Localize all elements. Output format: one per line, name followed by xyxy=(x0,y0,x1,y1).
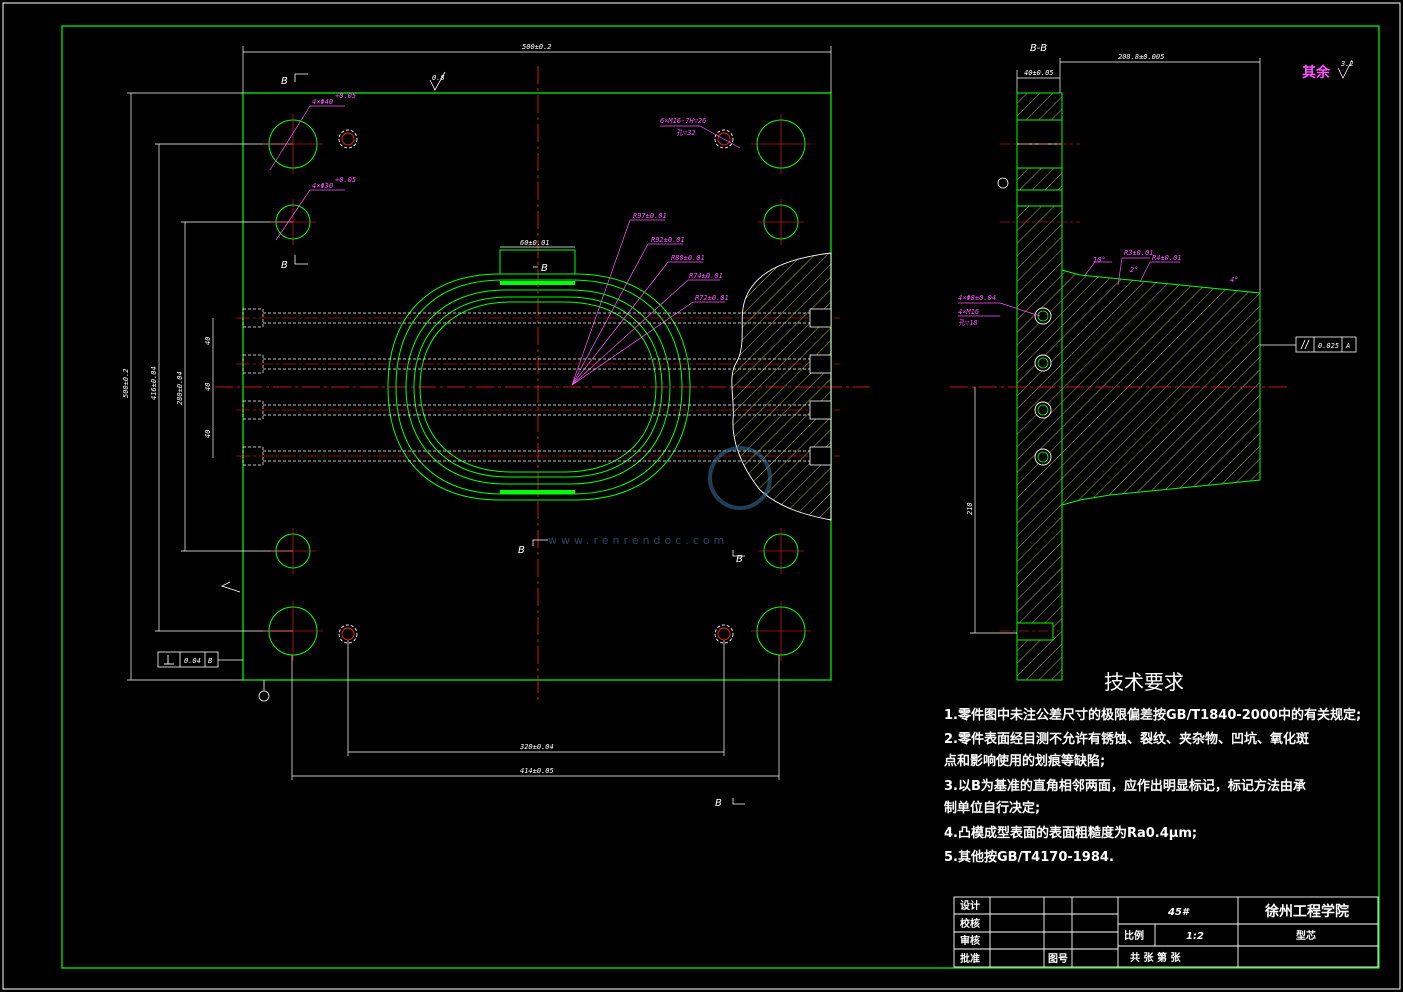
section-mark-b-4: B xyxy=(518,545,525,556)
dim-bottom-1: 320±0.04 xyxy=(519,743,554,751)
dim-slot: 60±0.01 xyxy=(520,239,550,247)
tb-designer: 设计 xyxy=(960,899,980,912)
thread-note-1: 6×M16-7H▽26 xyxy=(660,117,706,125)
title-block xyxy=(953,896,1379,968)
tb-drawing-no: 图号 xyxy=(1048,953,1068,965)
flatness-datum: B xyxy=(208,657,212,665)
tb-sheets: 共 张 第 张 xyxy=(1130,951,1181,964)
sec-dim-side: 210 xyxy=(966,502,974,515)
broken-section-hatch xyxy=(731,252,832,521)
flatness-value: 0.04 xyxy=(184,657,201,665)
dim-40-a: 40 xyxy=(204,337,212,345)
tb-school: 徐州工程学院 xyxy=(1264,903,1349,920)
dim-height-3: 280±0.04 xyxy=(176,371,184,405)
tb-scale-label: 比例 xyxy=(1124,929,1144,942)
drawing-frame xyxy=(61,25,1380,969)
cooling-channels xyxy=(242,308,810,466)
dim-height-left: 500±0.2 xyxy=(122,368,130,398)
tb-material: 45# xyxy=(1167,907,1190,918)
section-title: B-B xyxy=(1030,43,1047,54)
radius-4: R74±0.01 xyxy=(689,272,723,280)
angle-2: 2° xyxy=(1130,266,1138,274)
threaded-holes xyxy=(338,129,734,644)
watermark: www.renrendoc.com xyxy=(548,446,772,547)
section-mark-b-1: B xyxy=(281,76,288,87)
dim-40-b: 40 xyxy=(204,383,212,391)
section-view-bb: B-B 40±0.05 208.8±0.005 xyxy=(950,43,1357,681)
sec-hole-note-b: 4×M16 xyxy=(958,308,979,316)
requirement-line-6: 4.凸模成型表面的表面粗糙度为Ra0.4μm; xyxy=(944,825,1197,841)
angle-3: 4° xyxy=(1230,276,1238,284)
thread-note-2: 孔▽32 xyxy=(676,129,696,137)
hole-note-1: 4×Φ40 xyxy=(312,98,333,106)
dim-bottom-2: 414±0.05 xyxy=(520,767,554,775)
section-mark-b-6: B xyxy=(715,798,722,809)
radius-b: R4±0.01 xyxy=(1152,254,1182,262)
requirement-line-1: 1.零件图中未注公差尺寸的极限偏差按GB/T1840-2000中的有关规定; xyxy=(944,707,1361,723)
radius-5: R72±0.01 xyxy=(695,294,729,302)
requirement-line-5: 制单位自行决定; xyxy=(944,800,1040,816)
tb-reviewer: 审核 xyxy=(960,934,980,947)
angle-1: 10° xyxy=(1093,256,1106,264)
sec-hole-note-a: 4×Φ8±0.04 xyxy=(958,294,996,302)
requirement-line-3: 点和影响使用的划痕等缺陷; xyxy=(944,753,1105,769)
radius-2: R92±0.01 xyxy=(651,236,685,244)
section-mark-b-5: B xyxy=(736,554,743,565)
sec-dim-top-1: 40±0.05 xyxy=(1024,69,1054,77)
rest-roughness: 3.2 xyxy=(1340,60,1354,68)
sec-dim-top-2: 208.8±0.005 xyxy=(1118,53,1164,61)
requirement-line-4: 3.以B为基准的直角相邻两面，应作出明显标记，标记方法由承 xyxy=(944,778,1306,794)
hole-note-2-tol: +0.05 xyxy=(335,176,356,184)
dim-width-top: 500±0.2 xyxy=(522,43,552,51)
requirements-title: 技术要求 xyxy=(1104,670,1184,694)
guide-holes xyxy=(268,119,806,656)
dim-40-c: 40 xyxy=(204,430,212,438)
roughness-mark-top: 0.8 xyxy=(432,74,445,82)
parallel-datum: A xyxy=(1345,342,1350,350)
dim-height-2: 416±0.04 xyxy=(150,366,158,400)
radius-1: R97±0.01 xyxy=(633,212,667,220)
hole-note-2: 4×Φ30 xyxy=(312,182,333,190)
section-mark-b-2: B xyxy=(281,260,288,271)
tb-scale-value: 1:2 xyxy=(1186,931,1204,942)
sec-hole-note-c: 孔▽18 xyxy=(958,319,978,327)
requirement-line-2: 2.零件表面经目测不允许有锈蚀、裂纹、夹杂物、凹坑、氧化斑 xyxy=(944,731,1309,747)
radius-3: R80±0.01 xyxy=(671,254,705,262)
section-mark-b-3: B xyxy=(541,263,548,274)
requirement-line-7: 5.其他按GB/T4170-1984. xyxy=(944,849,1114,865)
watermark-text: www.renrendoc.com xyxy=(548,534,728,547)
tb-part-name: 型芯 xyxy=(1296,929,1316,942)
parallel-value: 0.025 xyxy=(1318,342,1339,350)
radius-a: R3±0.01 xyxy=(1124,249,1154,257)
tb-approver: 批准 xyxy=(960,952,980,965)
rest-label: 其余 xyxy=(1302,64,1331,81)
technical-requirements: 技术要求 1.零件图中未注公差尺寸的极限偏差按GB/T1840-2000中的有关… xyxy=(944,670,1361,865)
tb-checker: 校核 xyxy=(960,917,980,930)
main-view: 500±0.2 500±0.2 416±0.04 280±0.04 40 40 … xyxy=(122,43,870,809)
hole-note-1-tol: +0.05 xyxy=(335,92,356,100)
